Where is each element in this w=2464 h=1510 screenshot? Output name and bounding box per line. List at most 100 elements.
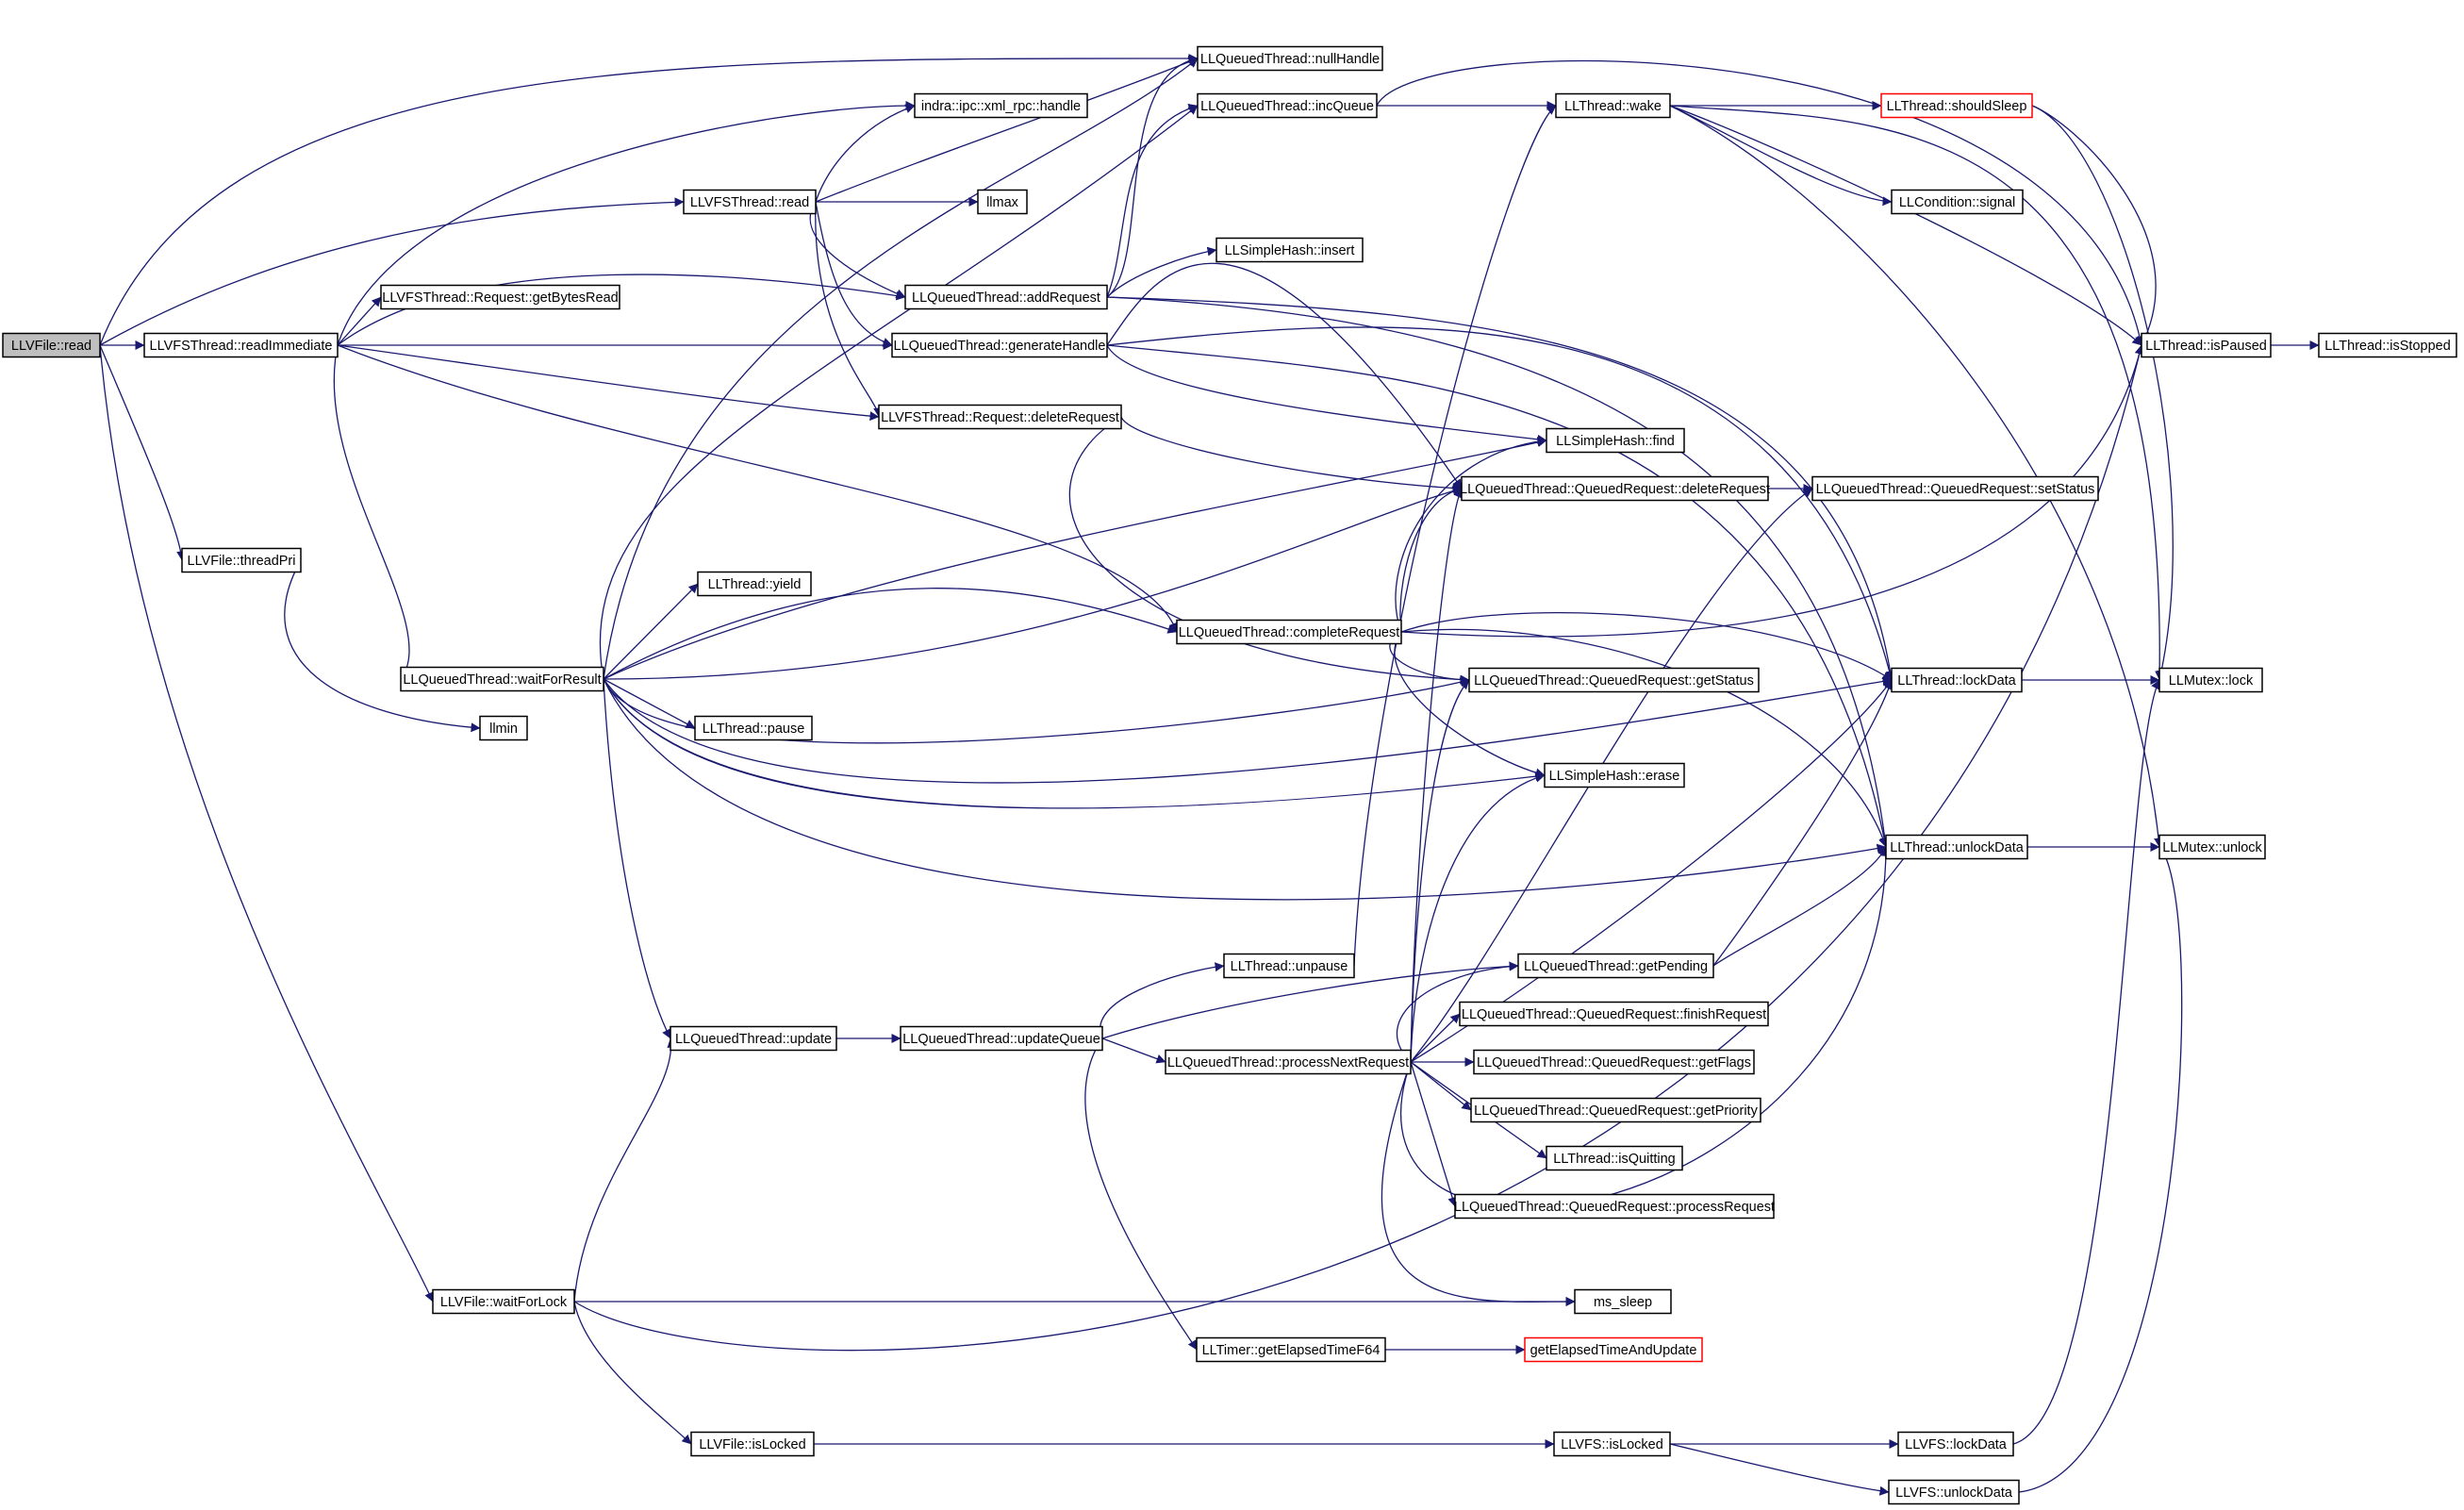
- node-box: [1574, 1288, 1672, 1315]
- node-ms_sleep[interactable]: ms_sleep: [1574, 1288, 1672, 1315]
- node-isStopped[interactable]: LLThread::isStopped: [2318, 332, 2457, 358]
- node-waitForLock[interactable]: LLVFile::waitForLock: [432, 1288, 575, 1315]
- node-processRequest[interactable]: LLQueuedThread::QueuedRequest::processRe…: [1454, 1193, 1775, 1220]
- node-box: [1553, 1431, 1671, 1457]
- node-isPaused[interactable]: LLThread::isPaused: [2141, 332, 2272, 358]
- node-erase[interactable]: LLSimpleHash::erase: [1544, 762, 1685, 788]
- node-box: [878, 404, 1122, 430]
- node-signal[interactable]: LLCondition::signal: [1891, 189, 2024, 215]
- node-unpause[interactable]: LLThread::unpause: [1223, 953, 1355, 979]
- node-llmax[interactable]: llmax: [977, 189, 1028, 215]
- node-box: [670, 1025, 837, 1052]
- node-waitForResult[interactable]: LLQueuedThread::waitForResult: [400, 666, 604, 692]
- node-processNextRequest[interactable]: LLQueuedThread::processNextRequest: [1165, 1049, 1412, 1075]
- node-box: [1517, 953, 1714, 979]
- node-addRequest[interactable]: LLQueuedThread::addRequest: [904, 284, 1108, 310]
- node-getElapsedUpdate[interactable]: getElapsedTimeAndUpdate: [1524, 1336, 1703, 1363]
- node-vfs_read[interactable]: LLVFSThread::read: [683, 189, 817, 215]
- node-find[interactable]: LLSimpleHash::find: [1546, 427, 1685, 454]
- edge-processNextRequest-to-getPriority: [1410, 1061, 1472, 1111]
- node-getPending[interactable]: LLQueuedThread::getPending: [1517, 953, 1714, 979]
- node-unlockData[interactable]: LLThread::unlockData: [1885, 834, 2028, 860]
- node-file_read[interactable]: LLVFile::read: [2, 332, 101, 358]
- node-label: LLTimer::getElapsedTimeF64: [1202, 1343, 1381, 1358]
- node-insert[interactable]: LLSimpleHash::insert: [1215, 237, 1364, 263]
- edge-file_read-to-nullHandle: [99, 53, 1199, 346]
- node-getElapsed[interactable]: LLTimer::getElapsedTimeF64: [1196, 1336, 1386, 1363]
- node-wake[interactable]: LLThread::wake: [1555, 92, 1671, 119]
- edge-readImmediate-to-req_deleteRequest: [337, 344, 880, 422]
- edge-vfs_read-to-nullHandle: [815, 57, 1199, 203]
- edge-wake-to-mutex_unlock: [1669, 105, 2164, 848]
- node-box: [1555, 92, 1671, 119]
- node-label: LLVFSThread::read: [690, 195, 809, 210]
- node-box: [914, 92, 1088, 119]
- node-box: [1196, 1336, 1386, 1363]
- node-box: [1165, 1049, 1412, 1075]
- node-readImmediate[interactable]: LLVFSThread::readImmediate: [143, 332, 339, 358]
- node-setStatus[interactable]: LLQueuedThread::QueuedRequest::setStatus: [1811, 475, 2099, 502]
- node-isLocked[interactable]: LLVFile::isLocked: [690, 1431, 815, 1457]
- node-box: [697, 571, 812, 597]
- node-mutex_unlock[interactable]: LLMutex::unlock: [2158, 834, 2266, 860]
- node-llmin[interactable]: llmin: [479, 715, 528, 741]
- node-update[interactable]: LLQueuedThread::update: [670, 1025, 837, 1052]
- edge-waitForResult-to-completeRequest: [603, 588, 1178, 680]
- node-finishRequest[interactable]: LLQueuedThread::QueuedRequest::finishReq…: [1459, 1001, 1769, 1027]
- node-vfs_isLocked[interactable]: LLVFS::isLocked: [1553, 1431, 1671, 1457]
- node-label: LLThread::yield: [708, 577, 802, 592]
- edge-waitForResult-to-incQueue: [599, 105, 1199, 680]
- edge-vfs_read-to-ipc_handle: [815, 104, 916, 203]
- edge-readImmediate-to-completeRequest: [337, 344, 1179, 633]
- node-updateQueue[interactable]: LLQueuedThread::updateQueue: [900, 1025, 1103, 1052]
- edge-file_read-to-threadPri: [99, 344, 187, 561]
- node-qr_deleteRequest[interactable]: LLQueuedThread::QueuedRequest::deleteReq…: [1460, 475, 1770, 502]
- edge-updateQueue-to-getElapsed: [1084, 1037, 1198, 1351]
- node-nullHandle[interactable]: LLQueuedThread::nullHandle: [1197, 45, 1383, 72]
- edge-processNextRequest-to-finishRequest: [1410, 1013, 1461, 1063]
- node-req_deleteRequest[interactable]: LLVFSThread::Request::deleteRequest: [878, 404, 1122, 430]
- node-getFlags[interactable]: LLQueuedThread::QueuedRequest::getFlags: [1473, 1049, 1755, 1075]
- edge-vfs_unlockData-to-mutex_unlock: [2018, 846, 2183, 1493]
- node-label: LLVFS::unlockData: [1895, 1485, 2013, 1501]
- node-completeRequest[interactable]: LLQueuedThread::completeRequest: [1176, 619, 1402, 645]
- node-label: LLMutex::unlock: [2162, 840, 2262, 855]
- node-ipc_handle[interactable]: indra::ipc::xml_rpc::handle: [914, 92, 1088, 119]
- node-label: LLThread::lockData: [1897, 673, 2016, 689]
- edge-updateQueue-to-processNextRequest: [1101, 1037, 1166, 1064]
- node-isQuitting[interactable]: LLThread::isQuitting: [1546, 1145, 1683, 1171]
- node-vfs_lockData[interactable]: LLVFS::lockData: [1897, 1431, 2014, 1457]
- node-box: [1546, 1145, 1683, 1171]
- node-lockData[interactable]: LLThread::lockData: [1891, 667, 2023, 693]
- node-box: [1470, 1097, 1761, 1123]
- node-getStatus[interactable]: LLQueuedThread::QueuedRequest::getStatus: [1468, 667, 1760, 693]
- node-label: LLQueuedThread::updateQueue: [902, 1032, 1100, 1047]
- edge-wake-to-signal: [1669, 105, 1893, 207]
- edge-vfs_isLocked-to-vfs_unlockData: [1669, 1443, 1890, 1496]
- node-incQueue[interactable]: LLQueuedThread::incQueue: [1197, 92, 1378, 119]
- node-generateHandle[interactable]: LLQueuedThread::generateHandle: [891, 332, 1108, 358]
- edge-generateHandle-to-lockData: [1106, 326, 1894, 681]
- node-yield[interactable]: LLThread::yield: [697, 571, 812, 597]
- node-getBytesRead[interactable]: LLVFSThread::Request::getBytesRead: [380, 284, 620, 310]
- node-shouldSleep[interactable]: LLThread::shouldSleep: [1880, 92, 2033, 119]
- node-box: [1880, 92, 2033, 119]
- node-label: LLSimpleHash::erase: [1549, 769, 1680, 784]
- node-label: LLSimpleHash::find: [1556, 434, 1675, 449]
- edge-completeRequest-to-unlockData: [1400, 628, 1888, 848]
- node-box: [694, 715, 813, 741]
- node-box: [1197, 92, 1378, 119]
- node-box: [432, 1288, 575, 1315]
- node-threadPri[interactable]: LLVFile::threadPri: [181, 547, 302, 573]
- node-vfs_unlockData[interactable]: LLVFS::unlockData: [1888, 1479, 2020, 1505]
- node-label: llmin: [489, 722, 518, 737]
- node-box: [479, 715, 528, 741]
- node-getPriority[interactable]: LLQueuedThread::QueuedRequest::getPriori…: [1470, 1097, 1761, 1123]
- node-label: LLVFSThread::Request::deleteRequest: [881, 410, 1119, 425]
- edge-readImmediate-to-ipc_handle: [337, 101, 916, 346]
- node-mutex_lock[interactable]: LLMutex::lock: [2158, 667, 2263, 693]
- node-box: [1454, 1193, 1775, 1220]
- edge-completeRequest-to-erase: [1394, 631, 1546, 778]
- edge-vfs_lockData-to-mutex_lock: [2012, 679, 2160, 1445]
- node-pause[interactable]: LLThread::pause: [694, 715, 813, 741]
